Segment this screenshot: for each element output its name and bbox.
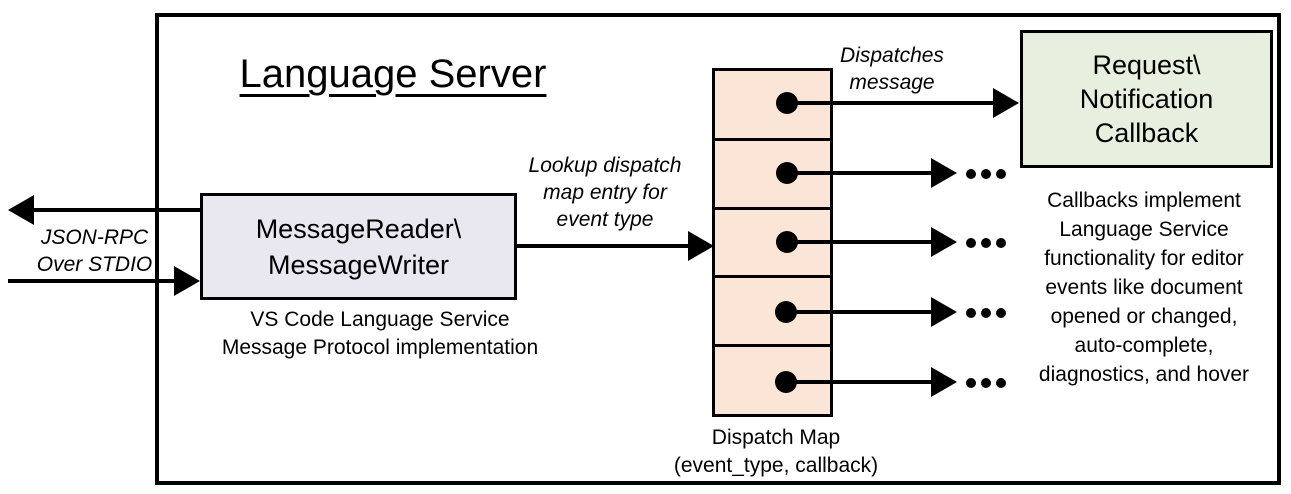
dispatches-message-label: Dispatches message xyxy=(840,44,944,94)
dispatch-cell-divider xyxy=(715,275,830,278)
request-notification-callback-box: Request\ Notification Callback xyxy=(1020,30,1273,168)
message-reader-writer-box: MessageReader\ MessageWriter xyxy=(200,193,517,300)
dispatch-cell-divider xyxy=(715,344,830,347)
message-reader-writer-label: MessageReader\ MessageWriter xyxy=(255,213,462,280)
dispatch-map-cell xyxy=(715,210,830,275)
dispatch-cell-divider xyxy=(715,138,830,141)
dispatch-cell-divider xyxy=(715,207,830,210)
dispatch-map-cell xyxy=(715,347,830,414)
dispatch-map-caption: Dispatch Map (event_type, callback) xyxy=(673,426,879,477)
dispatch-map-cell xyxy=(715,278,830,344)
request-notification-callback-label: Request\ Notification Callback xyxy=(1079,50,1214,148)
lookup-dispatch-label: Lookup dispatch map entry for event type xyxy=(528,154,682,231)
dispatch-map-column xyxy=(712,68,833,417)
message-box-caption: VS Code Language Service Message Protoco… xyxy=(221,308,539,359)
callbacks-note: Callbacks implement Language Service fun… xyxy=(1038,189,1250,386)
dispatch-map-cell xyxy=(715,71,830,138)
diagram-title: Language Server xyxy=(203,48,583,100)
dispatch-map-cell xyxy=(715,141,830,207)
json-rpc-stdio-label: JSON-RPC Over STDIO xyxy=(36,226,153,276)
diagram-title-text: Language Server xyxy=(239,52,547,96)
